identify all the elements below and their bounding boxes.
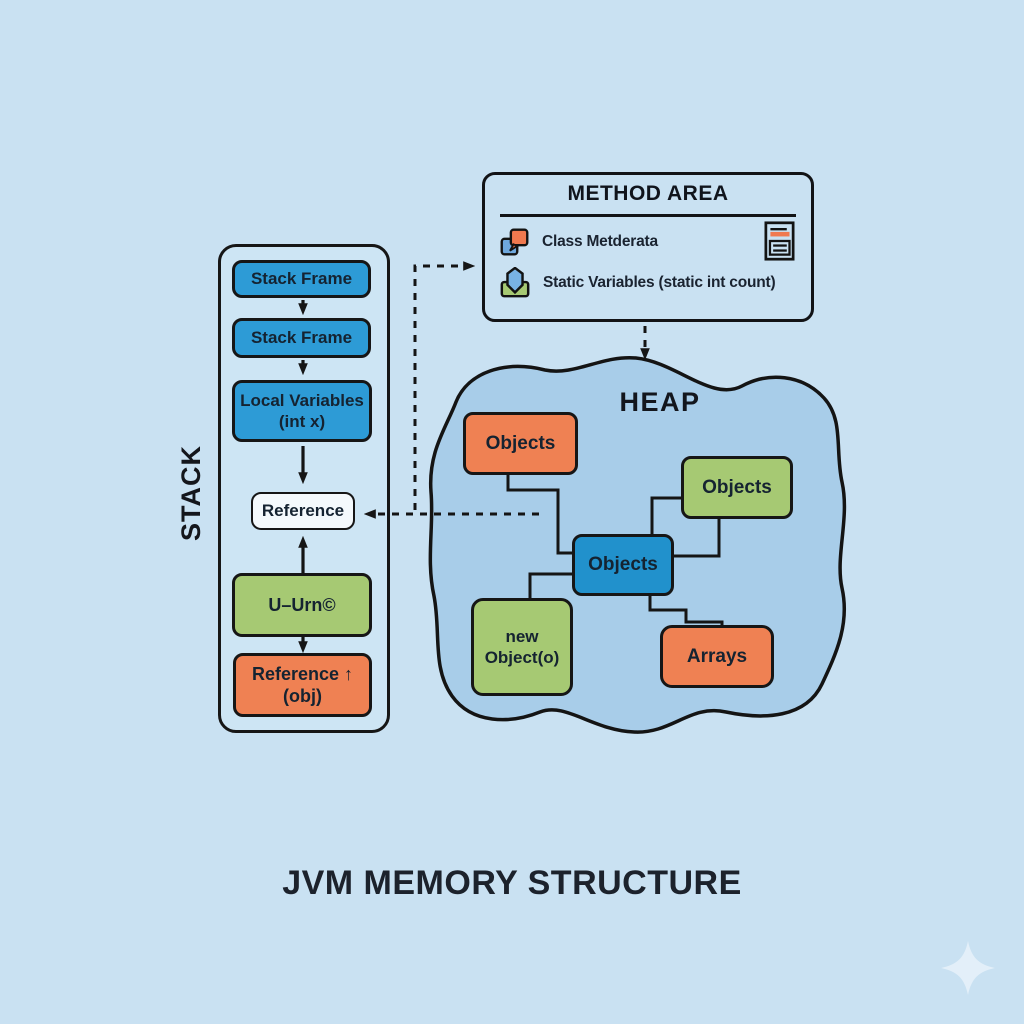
stack-box-reference: Reference xyxy=(251,492,355,530)
stack-box-reference-obj: Reference ↑ (obj) xyxy=(233,653,372,717)
stack-label: STACK xyxy=(176,445,206,541)
stack-box-stack-frame-1: Stack Frame xyxy=(232,260,371,298)
sparkle-watermark-icon xyxy=(941,941,995,995)
heap-box-objects-orange: Objects xyxy=(463,412,578,475)
heap-label: HEAP xyxy=(619,387,701,417)
connector-blue-to-new-object xyxy=(528,572,574,600)
static-variables-label: Static Variables (static int count) xyxy=(543,274,776,291)
reference-obj-line1: Reference ↑ xyxy=(251,663,354,684)
u-urn-label: U–Urn© xyxy=(268,594,336,615)
class-metadata-icon xyxy=(500,228,529,256)
reference-obj-line2: (obj) xyxy=(283,686,322,706)
dashed-arrow-to-method-area xyxy=(413,261,476,510)
diagram-title: JVM MEMORY STRUCTURE xyxy=(282,864,742,902)
stack-box-local-variables: Local Variables (int x) xyxy=(232,380,372,442)
stack-frame-2-label: Stack Frame xyxy=(250,328,353,348)
heap-box-new-object: new Object(o) xyxy=(471,598,573,696)
method-area-row-static-variables: Static Variables (static int count) xyxy=(499,263,799,303)
reference-label: Reference xyxy=(261,501,345,521)
method-area-separator xyxy=(500,214,796,217)
method-area-title: METHOD AREA xyxy=(567,182,729,205)
heap-new-object-line2: Object(o) xyxy=(484,648,560,667)
connector-objects-green-to-blue-top xyxy=(650,496,683,536)
heap-new-object-line1: new xyxy=(505,626,539,646)
stack-box-stack-frame-2: Stack Frame xyxy=(232,318,371,358)
heap-objects-orange-label: Objects xyxy=(485,432,556,454)
heap-box-arrays: Arrays xyxy=(660,625,774,688)
heap-box-objects-green: Objects xyxy=(681,456,793,519)
static-variable-icon xyxy=(500,267,530,298)
local-variables-line2: (int x) xyxy=(278,412,326,431)
stack-frame-1-label: Stack Frame xyxy=(250,269,353,289)
method-area-panel: METHOD AREA Class Metderata Static Varia… xyxy=(482,172,814,322)
connector-objects-orange-to-blue xyxy=(506,475,574,555)
connector-objects-green-to-blue-right xyxy=(672,519,721,558)
heap-arrays-label: Arrays xyxy=(686,645,748,667)
class-metadata-label: Class Metderata xyxy=(542,233,658,250)
local-variables-line1: Local Variables xyxy=(240,390,364,410)
heap-objects-green-label: Objects xyxy=(702,476,772,498)
heap-objects-blue-label: Objects xyxy=(588,554,658,576)
document-list-icon xyxy=(764,221,795,261)
stack-box-u-urn: U–Urn© xyxy=(232,573,372,637)
heap-box-objects-blue: Objects xyxy=(572,534,674,596)
method-area-row-class-metadata: Class Metderata xyxy=(499,223,799,261)
connector-blue-to-arrays xyxy=(648,594,724,628)
